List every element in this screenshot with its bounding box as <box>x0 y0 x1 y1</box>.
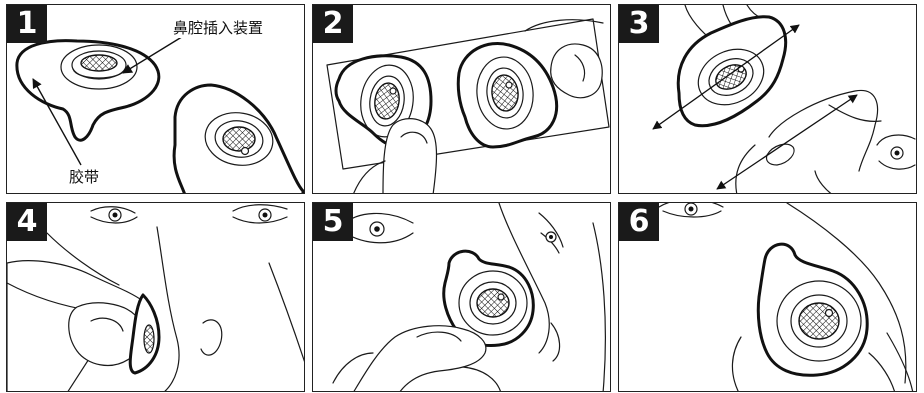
step-number-badge: 2 <box>313 5 353 43</box>
left-eye-pupil <box>113 213 118 218</box>
tape-backing <box>17 41 159 141</box>
left-thumb <box>383 119 437 194</box>
step-2-panel: 2 <box>312 4 611 194</box>
step-2-illustration <box>313 5 611 194</box>
right-thumb <box>551 44 603 98</box>
step-number-badge: 5 <box>313 203 353 241</box>
mesh-hole <box>506 82 512 88</box>
step-3-illustration <box>619 5 917 194</box>
cheek-line <box>732 337 741 392</box>
step-6-illustration <box>619 203 917 392</box>
mesh-hole <box>390 88 396 94</box>
right-eye-pupil <box>549 235 553 239</box>
right-eye-pupil <box>263 213 268 218</box>
nose-wing <box>815 171 833 194</box>
step-4-panel: 4 <box>6 202 305 392</box>
nostril <box>551 323 560 361</box>
brow-line <box>829 105 881 121</box>
device-filter-mesh <box>81 55 117 71</box>
device-filter-mesh-2 <box>223 127 255 151</box>
step-number-badge: 1 <box>7 5 47 43</box>
step-4-illustration <box>7 203 305 392</box>
step-5-panel: 5 <box>312 202 611 392</box>
finger-line <box>463 367 501 392</box>
tape-label: 胶带 <box>69 166 99 187</box>
nose-bridge <box>157 227 179 392</box>
device-mesh <box>799 303 839 339</box>
device-mesh <box>477 289 509 317</box>
nose-outline <box>769 90 878 171</box>
device-label: 鼻腔插入装置 <box>173 17 263 38</box>
cheek-line <box>269 263 305 363</box>
finger-line <box>353 161 385 194</box>
step-1-panel: 1 鼻腔插入装置 胶带 <box>6 4 305 194</box>
cheek-line <box>593 223 605 392</box>
step-6-panel: 6 <box>618 202 917 392</box>
eye-pupil <box>895 151 900 156</box>
step-number-badge: 6 <box>619 203 659 241</box>
mesh-hole <box>242 148 249 155</box>
nostril-right <box>201 320 222 355</box>
step-number-badge: 3 <box>619 5 659 43</box>
eye-pupil <box>689 207 694 212</box>
mesh-hole <box>826 310 833 317</box>
mesh-hole <box>498 294 504 300</box>
nose-wing <box>869 353 895 392</box>
left-eye-pupil <box>374 226 380 232</box>
step-number-badge: 4 <box>7 203 47 241</box>
step-3-panel: 3 <box>618 4 917 194</box>
step-5-illustration <box>313 203 611 392</box>
device-mesh <box>144 325 154 353</box>
